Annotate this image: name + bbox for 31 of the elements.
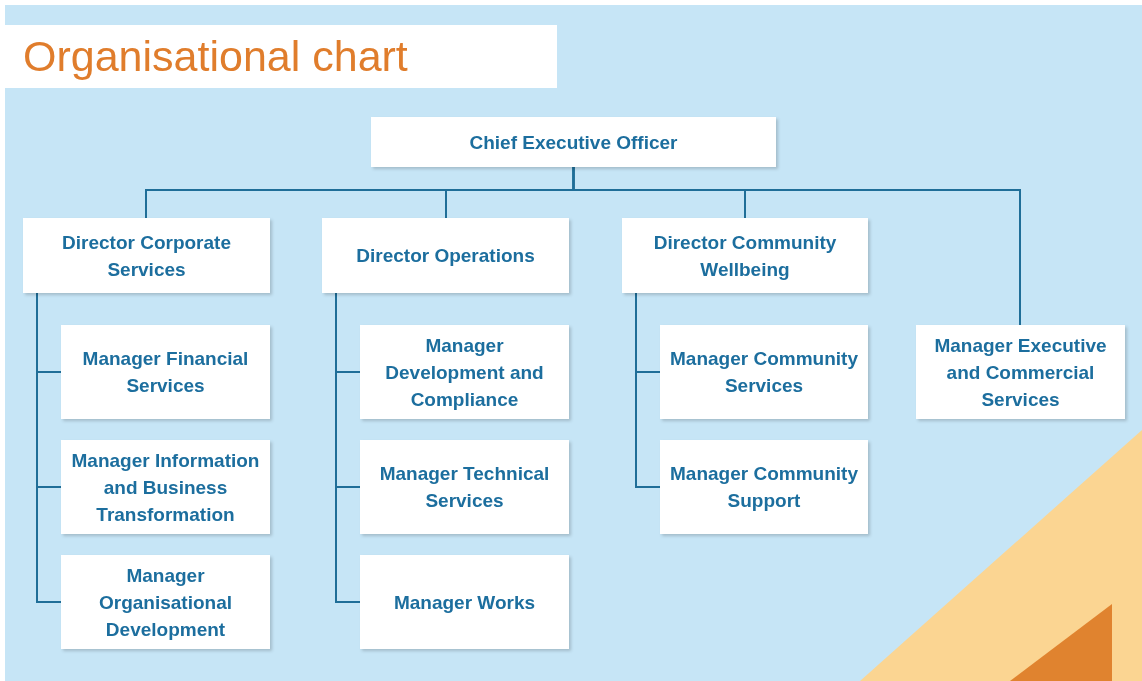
connector-line [335,292,361,603]
connector-line [572,166,1021,326]
position-box [23,218,270,293]
position-title: Director Corporate Services [61,230,232,282]
chart-title: Organisational chart [5,25,557,88]
position-box [371,117,776,167]
position-title: Chief Executive Officer [469,130,678,155]
position-title: Manager Community Support [669,462,859,513]
position-title: Manager Community Services [669,347,859,398]
position-title: Manager Organisational Development [98,563,233,642]
position-box [660,440,868,534]
position-box [916,325,1125,419]
position-box [622,218,868,293]
position-title: Director Operations [356,244,535,268]
position-box [61,555,270,649]
position-box [61,440,270,534]
position-box [322,218,569,293]
position-box [360,440,569,534]
position-title: Manager Development and Compliance [384,333,545,412]
position-title: Director Community Wellbeing [652,230,838,282]
position-box [660,325,868,419]
connector-line [36,292,62,603]
position-title: Manager Works [393,590,536,615]
position-title: Manager Executive and Commercial Services [933,333,1108,412]
position-box [360,555,569,649]
position-box [61,325,270,419]
position-box [360,325,569,419]
position-title: Manager Information and Business Transformation [70,448,261,527]
connector-line [635,292,661,488]
position-title: Manager Financial Services [81,347,250,398]
position-title: Manager Technical Services [378,462,551,513]
